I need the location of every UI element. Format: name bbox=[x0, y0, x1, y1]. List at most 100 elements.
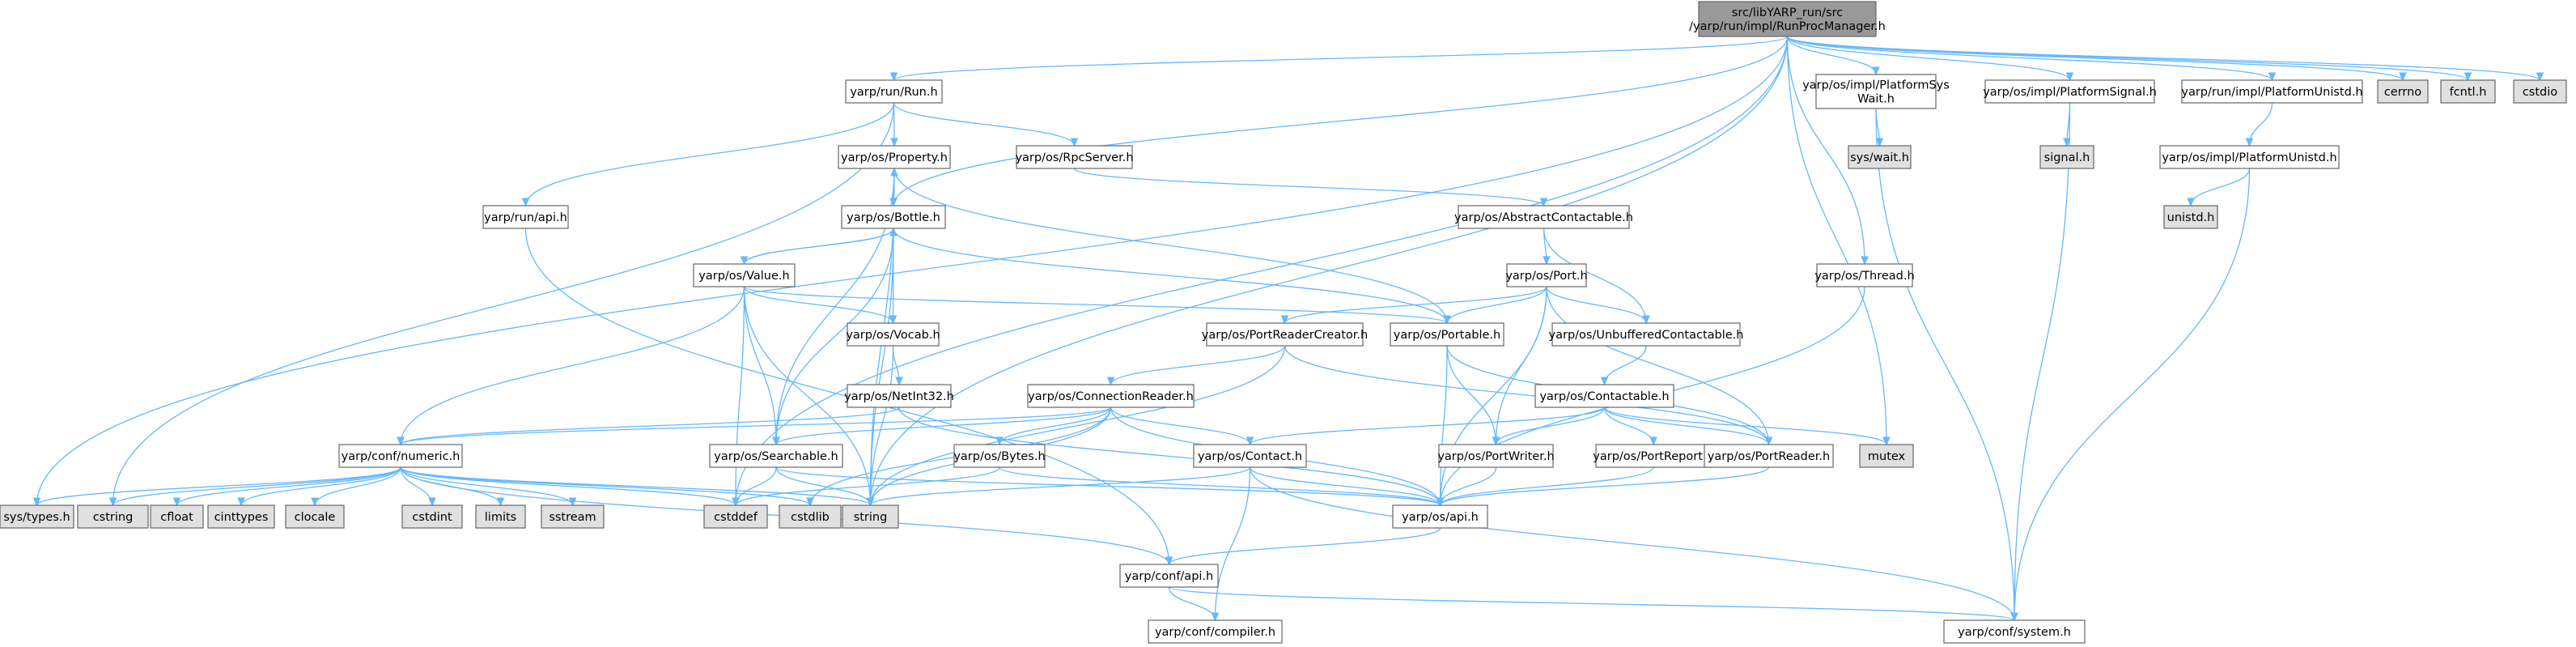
node-string[interactable]: string bbox=[842, 504, 899, 529]
node-cstring[interactable]: cstring bbox=[77, 504, 149, 529]
node-box-os_portreport bbox=[1595, 444, 1712, 468]
edge-os_port-to-os_portable bbox=[1446, 286, 1547, 324]
edge-root-to-os_thread bbox=[1786, 36, 1865, 265]
node-mutex[interactable]: mutex bbox=[1859, 444, 1914, 468]
node-os_contactable[interactable]: yarp/os/Contactable.h bbox=[1534, 384, 1674, 408]
node-label-cerrno-0: cerrno bbox=[2384, 86, 2421, 99]
arrowhead-connection_reader-to-conf_numeric bbox=[397, 436, 405, 446]
edge-root-to-fcntl bbox=[1786, 36, 2469, 81]
node-label-conf_system-0: yarp/conf/system.h bbox=[1958, 626, 2071, 639]
node-conf_compiler[interactable]: yarp/conf/compiler.h bbox=[1148, 619, 1283, 644]
node-cinttypes[interactable]: cinttypes bbox=[207, 504, 275, 529]
node-connection_reader[interactable]: yarp/os/ConnectionReader.h bbox=[1027, 384, 1195, 408]
node-cstddef[interactable]: cstddef bbox=[703, 504, 768, 529]
node-run_run[interactable]: yarp/run/Run.h bbox=[845, 79, 943, 104]
node-cfloat[interactable]: cfloat bbox=[150, 504, 204, 529]
node-port_reader_creator[interactable]: yarp/os/PortReaderCreator.h bbox=[1202, 322, 1368, 347]
node-conf_api[interactable]: yarp/conf/api.h bbox=[1119, 564, 1219, 588]
node-cstdint[interactable]: cstdint bbox=[401, 504, 463, 529]
node-label-run_run-0: yarp/run/Run.h bbox=[850, 86, 937, 99]
node-cstdio[interactable]: cstdio bbox=[2513, 79, 2567, 104]
edge-root-to-sys_types bbox=[36, 36, 1789, 506]
edge-os_portreport-to-os_api bbox=[1439, 466, 1654, 506]
node-sstream[interactable]: sstream bbox=[541, 504, 605, 529]
node-signal[interactable]: signal.h bbox=[2039, 145, 2094, 169]
edge-unbuffered_contactable-to-os_contactable bbox=[1603, 345, 1647, 385]
edge-conf_numeric-to-clocale bbox=[314, 466, 401, 506]
node-os_port[interactable]: yarp/os/Port.h bbox=[1505, 263, 1588, 287]
arrowhead-os_platform_unistd-to-unistd bbox=[2187, 198, 2195, 207]
node-root[interactable]: src/libYARP_run/src/yarp/run/impl/RunPro… bbox=[1689, 1, 1886, 37]
arrowhead-os_contactable-to-os_portreport bbox=[1649, 436, 1657, 446]
node-os_portreport[interactable]: yarp/os/PortReport.h bbox=[1593, 444, 1714, 468]
node-os_property[interactable]: yarp/os/Property.h bbox=[838, 145, 951, 169]
node-cstdlib[interactable]: cstdlib bbox=[779, 504, 842, 529]
node-label-sys_types-0: sys/types.h bbox=[3, 511, 70, 524]
edge-os_contact-to-string bbox=[869, 466, 1251, 506]
node-limits[interactable]: limits bbox=[475, 504, 526, 529]
node-os_api[interactable]: yarp/os/api.h bbox=[1392, 504, 1488, 529]
node-fcntl[interactable]: fcntl.h bbox=[2440, 79, 2496, 104]
node-box-os_property bbox=[838, 145, 951, 169]
node-os_vocab[interactable]: yarp/os/Vocab.h bbox=[846, 322, 940, 347]
node-box-run_run bbox=[845, 79, 943, 104]
edge-conf_numeric-to-string bbox=[400, 466, 872, 506]
edge-run_run-to-os_rpcserver bbox=[893, 102, 1076, 147]
node-sys_types[interactable]: sys/types.h bbox=[0, 504, 74, 529]
edge-os_port-to-port_reader_creator bbox=[1284, 286, 1547, 324]
edge-os_netint32-to-os_api bbox=[898, 407, 1441, 506]
node-box-os_portreader bbox=[1704, 444, 1834, 468]
arrowhead-os_vocab-to-os_netint32 bbox=[895, 377, 903, 386]
node-label-cstdint-0: cstdint bbox=[412, 511, 452, 524]
edge-os_property-to-os_portable bbox=[893, 168, 1448, 324]
node-box-root bbox=[1698, 1, 1877, 37]
edge-abstract_contactable-to-unbuffered_contactable bbox=[1543, 228, 1647, 324]
node-os_netint32[interactable]: yarp/os/NetInt32.h bbox=[844, 384, 954, 408]
node-label-os_api-0: yarp/os/api.h bbox=[1402, 511, 1479, 524]
arrowhead-abstract_contactable-to-os_port bbox=[1543, 256, 1551, 266]
node-label-os_portreader-0: yarp/os/PortReader.h bbox=[1708, 450, 1830, 463]
edge-root-to-os_bottle bbox=[893, 36, 1789, 206]
node-os_value[interactable]: yarp/os/Value.h bbox=[693, 263, 796, 287]
node-os_bottle[interactable]: yarp/os/Bottle.h bbox=[841, 205, 946, 229]
edge-port_reader_creator-to-os_portreader bbox=[1284, 345, 1770, 445]
arrowhead-root-to-cstdio bbox=[2536, 72, 2544, 82]
edge-os_port-to-unbuffered_contactable bbox=[1546, 286, 1647, 324]
node-label-fcntl-0: fcntl.h bbox=[2450, 86, 2487, 99]
node-box-os_bytes bbox=[953, 444, 1046, 468]
node-box-run_api bbox=[482, 205, 569, 229]
node-sys_wait[interactable]: sys/wait.h bbox=[1848, 145, 1912, 169]
node-label-os_vocab-0: yarp/os/Vocab.h bbox=[846, 329, 940, 342]
edge-os_portreader-to-os_api bbox=[1439, 466, 1770, 506]
edge-run_run-to-cstring bbox=[112, 102, 895, 506]
node-label-port_reader_creator-0: yarp/os/PortReaderCreator.h bbox=[1202, 329, 1368, 342]
node-os_portable[interactable]: yarp/os/Portable.h bbox=[1390, 322, 1504, 347]
node-os_contact[interactable]: yarp/os/Contact.h bbox=[1193, 444, 1307, 468]
node-unistd[interactable]: unistd.h bbox=[2163, 205, 2218, 229]
node-label-os_property-0: yarp/os/Property.h bbox=[841, 151, 948, 164]
node-os_platform_unistd[interactable]: yarp/os/impl/PlatformUnistd.h bbox=[2159, 145, 2340, 169]
node-conf_system[interactable]: yarp/conf/system.h bbox=[1943, 619, 2086, 644]
node-run_api[interactable]: yarp/run/api.h bbox=[482, 205, 569, 229]
node-clocale[interactable]: clocale bbox=[285, 504, 345, 529]
node-os_thread[interactable]: yarp/os/Thread.h bbox=[1814, 263, 1915, 287]
node-os_bytes[interactable]: yarp/os/Bytes.h bbox=[953, 444, 1046, 468]
node-os_rpcserver[interactable]: yarp/os/RpcServer.h bbox=[1015, 145, 1134, 169]
node-box-os_bottle bbox=[841, 205, 946, 229]
node-box-os_netint32 bbox=[847, 384, 952, 408]
node-os_searchable[interactable]: yarp/os/Searchable.h bbox=[709, 444, 843, 468]
node-abstract_contactable[interactable]: yarp/os/AbstractContactable.h bbox=[1454, 205, 1633, 229]
node-unbuffered_contactable[interactable]: yarp/os/UnbufferedContactable.h bbox=[1549, 322, 1744, 347]
node-box-unistd bbox=[2163, 205, 2218, 229]
node-label-run_platform_unistd-0: yarp/run/impl/PlatformUnistd.h bbox=[2181, 86, 2362, 99]
node-os_portwriter[interactable]: yarp/os/PortWriter.h bbox=[1437, 444, 1555, 468]
arrowhead-conf_numeric-to-cinttypes bbox=[237, 497, 245, 507]
arrowhead-port_reader_creator-to-connection_reader bbox=[1106, 377, 1115, 386]
node-os_portreader[interactable]: yarp/os/PortReader.h bbox=[1704, 444, 1834, 468]
node-run_platform_unistd[interactable]: yarp/run/impl/PlatformUnistd.h bbox=[2181, 79, 2363, 104]
node-platform_signal[interactable]: yarp/os/impl/PlatformSignal.h bbox=[1983, 79, 2157, 104]
node-cerrno[interactable]: cerrno bbox=[2377, 79, 2429, 104]
node-conf_numeric[interactable]: yarp/conf/numeric.h bbox=[338, 444, 463, 468]
node-label-unistd-0: unistd.h bbox=[2167, 211, 2215, 224]
